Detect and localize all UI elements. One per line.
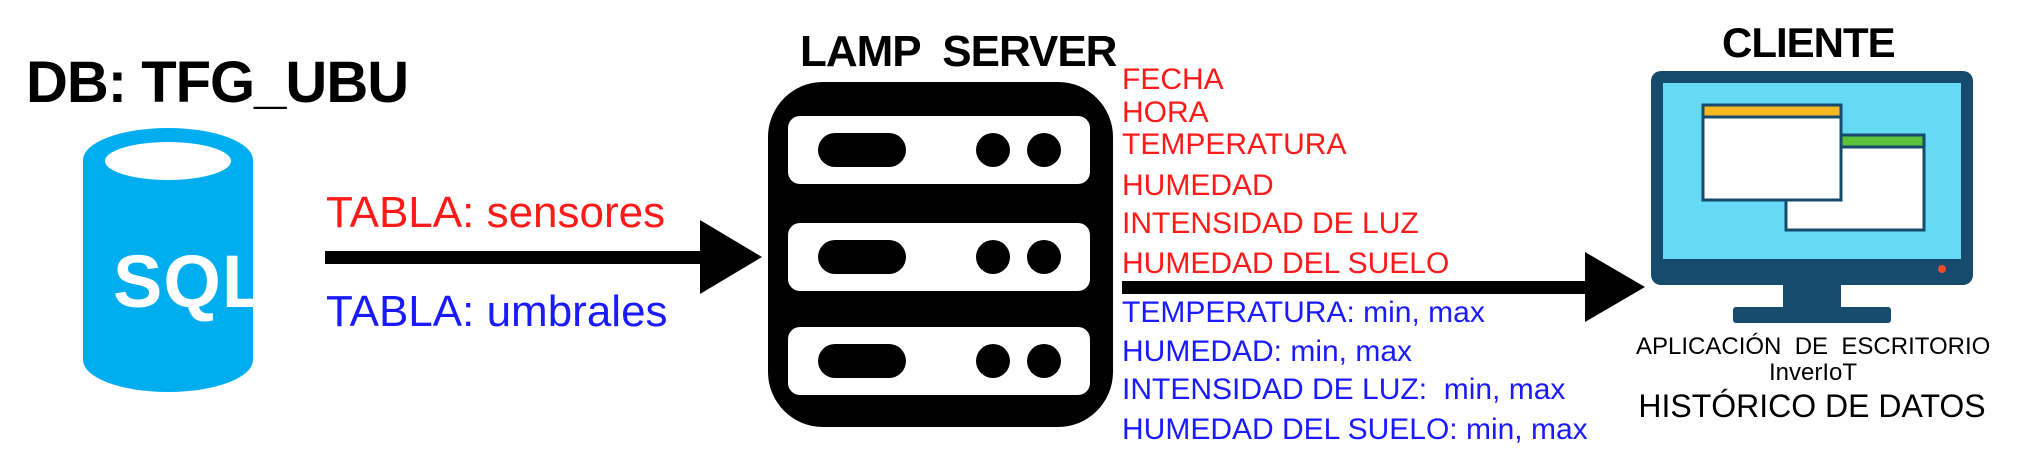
field-sensores-hora: HORA [1122, 96, 1209, 129]
client-title: CLIENTE [1722, 19, 1896, 66]
client-app-name: InverIoT [1768, 359, 1858, 386]
table-sensores-label: TABLA: sensores [326, 188, 666, 237]
field-sensores-humedad-suelo: HUMEDAD DEL SUELO [1122, 247, 1450, 280]
database-icon [83, 128, 253, 392]
db-icon-label: SQL [113, 240, 269, 323]
field-umbrales-intensidad-luz: INTENSIDAD DE LUZ: min, max [1122, 373, 1566, 406]
db-title: DB: TFG_UBU [26, 50, 409, 115]
field-sensores-temperatura: TEMPERATURA [1122, 128, 1347, 161]
desktop-monitor-icon [1651, 71, 1973, 323]
field-umbrales-temperatura: TEMPERATURA: min, max [1122, 296, 1485, 329]
client-app-function: HISTÓRICO DE DATOS [1638, 388, 1986, 424]
field-umbrales-humedad-suelo: HUMEDAD DEL SUELO: min, max [1122, 413, 1588, 446]
server-rack-icon [768, 82, 1113, 427]
field-sensores-fecha: FECHA [1122, 63, 1224, 96]
server-title: LAMP SERVER [800, 27, 1117, 76]
arrow-db-to-server [325, 220, 762, 294]
field-sensores-intensidad-luz: INTENSIDAD DE LUZ [1122, 207, 1419, 240]
table-umbrales-label: TABLA: umbrales [326, 287, 668, 336]
client-app-type: APLICACIÓN DE ESCRITORIO [1636, 333, 1991, 360]
arrow-server-to-client [1122, 252, 1645, 322]
field-sensores-humedad: HUMEDAD [1122, 169, 1274, 202]
field-umbrales-humedad: HUMEDAD: min, max [1122, 335, 1413, 368]
